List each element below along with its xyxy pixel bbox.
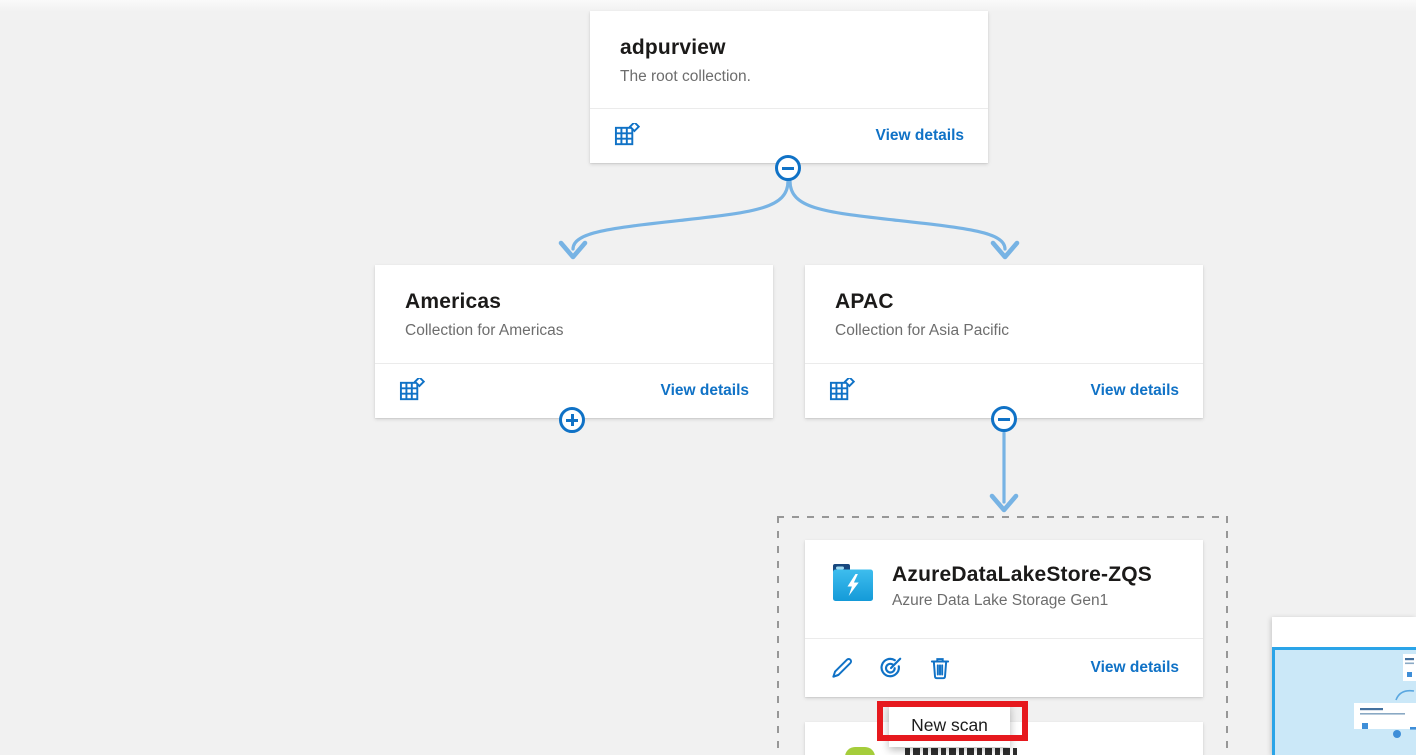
- minus-icon: [782, 166, 794, 170]
- minimap-viewport[interactable]: [1272, 647, 1416, 755]
- americas-collection-card: Americas Collection for Americas View de…: [375, 265, 773, 418]
- datasource-green-icon: [845, 747, 875, 755]
- arrowhead-icon: [989, 493, 1019, 513]
- card-title: APAC: [835, 290, 894, 313]
- clipped-card-title: [905, 748, 1017, 755]
- card-subtitle: Collection for Asia Pacific: [835, 322, 1010, 340]
- expand-button-americas[interactable]: [559, 407, 585, 433]
- new-scan-tooltip[interactable]: New scan: [889, 704, 1010, 747]
- minimap-header: [1272, 617, 1416, 647]
- plus-icon: [566, 414, 578, 426]
- azure-data-lake-storage-gen1-icon: [831, 563, 875, 603]
- card-subtitle: Collection for Americas: [405, 322, 564, 340]
- apac-collection-card: APAC Collection for Asia Pacific View de…: [805, 265, 1203, 418]
- view-details-link[interactable]: View details: [1090, 659, 1179, 676]
- card-title: Americas: [405, 290, 502, 313]
- arrowhead-icon: [558, 240, 588, 260]
- card-subtitle: Azure Data Lake Storage Gen1: [892, 592, 1109, 610]
- card-title: adpurview: [620, 36, 726, 59]
- collapse-button-root[interactable]: [775, 155, 801, 181]
- root-collection-card: adpurview The root collection. View deta…: [590, 11, 988, 163]
- collection-grid-icon[interactable]: [829, 378, 855, 404]
- datasource-card: AzureDataLakeStore-ZQS Azure Data Lake S…: [805, 540, 1203, 697]
- collection-grid-icon[interactable]: [614, 123, 640, 149]
- edit-pencil-icon[interactable]: [829, 655, 855, 681]
- collapse-button-apac[interactable]: [991, 406, 1017, 432]
- card-subtitle: The root collection.: [620, 68, 751, 86]
- new-scan-icon[interactable]: [878, 655, 904, 681]
- view-details-link[interactable]: View details: [875, 127, 964, 144]
- view-details-link[interactable]: View details: [660, 382, 749, 399]
- top-edge-shadow: [0, 0, 1416, 12]
- minus-icon: [998, 417, 1010, 421]
- minimap-graph-preview: [1354, 654, 1416, 738]
- card-title: AzureDataLakeStore-ZQS: [892, 563, 1152, 586]
- arrowhead-icon: [990, 240, 1020, 260]
- tooltip-label: New scan: [911, 715, 988, 735]
- collection-grid-icon[interactable]: [399, 378, 425, 404]
- graph-minimap[interactable]: [1272, 617, 1416, 755]
- view-details-link[interactable]: View details: [1090, 382, 1179, 399]
- delete-trash-icon[interactable]: [927, 655, 953, 681]
